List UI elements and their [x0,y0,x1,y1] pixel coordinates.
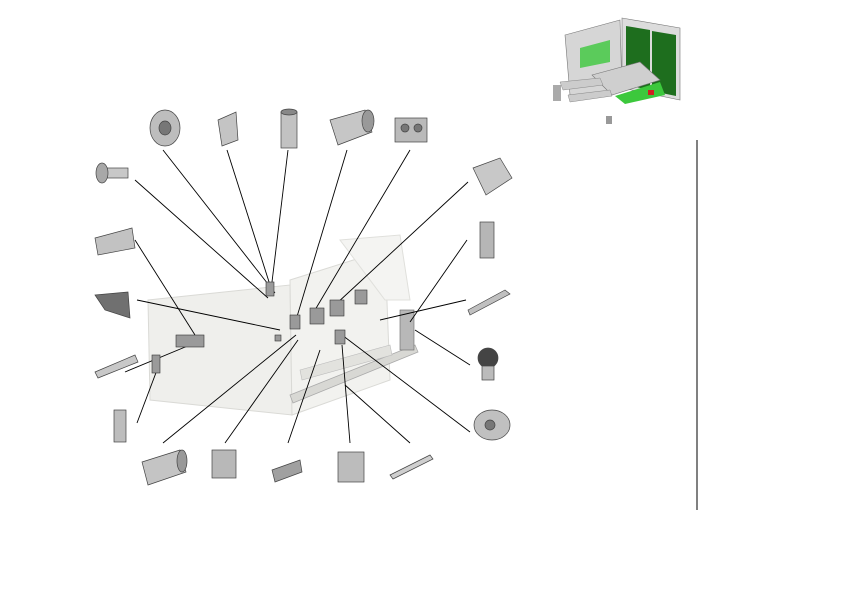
round-cap-part [477,347,499,381]
pad-part [472,157,513,196]
holder-part [337,451,365,483]
plate-part [271,459,303,483]
assembly-details [151,281,368,374]
leader-lines [124,149,471,444]
assembly-overview-thumbnail [553,17,681,124]
side-bracket-part [479,221,495,259]
left-bracket-part [94,227,136,256]
gear-part [473,409,511,441]
bracket-part [217,111,239,147]
knob-part [149,109,181,147]
roller-part [329,109,375,146]
parts [94,108,513,486]
screw-part [95,162,129,184]
l-bracket-part [94,291,131,319]
rod-part [467,289,511,316]
strip-part [389,454,434,480]
clip-part [211,449,237,479]
flat-bracket-part [94,354,139,379]
bottom-roller-part [141,449,188,486]
small-bracket-part [113,409,127,443]
gear-block-part [394,117,428,143]
cylinder-part [280,108,298,149]
